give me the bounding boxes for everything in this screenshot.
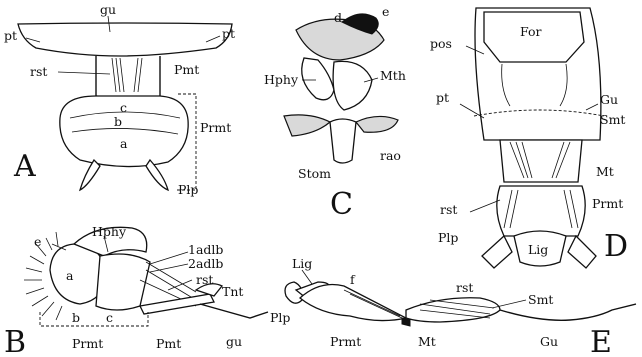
panel-b-label-pmt: Pmt — [156, 336, 181, 351]
panel-e-label-plp: Plp — [270, 310, 290, 325]
panel-e: Lig f rst Smt Plp Prmt Mt Gu E — [270, 256, 636, 357]
panel-a-postmentum — [96, 56, 160, 99]
panel-e-letter: E — [590, 325, 612, 357]
panel-d-palp-right — [568, 236, 596, 268]
panel-a-label-pt-right: pt — [222, 26, 235, 41]
panel-a-palp-left — [80, 160, 100, 190]
panel-c-right-wing — [356, 116, 398, 132]
panel-c-mouth-lobe — [333, 61, 372, 110]
panel-b-label-gu: gu — [226, 334, 242, 349]
panel-e-leader-lig — [302, 270, 312, 284]
panel-c: d e Hphy Mth Stom rao C — [264, 4, 406, 222]
panel-c-label-mth: Mth — [380, 68, 406, 83]
panel-e-prementum — [300, 285, 406, 321]
panel-c-stomodeum — [330, 119, 356, 163]
panel-d-label-gu: Gu — [600, 92, 618, 107]
panel-a-label-prmt: Prmt — [200, 120, 231, 135]
panel-d-leader-rst — [470, 200, 500, 212]
panel-b-label-rst: rst — [196, 272, 213, 287]
panel-b-label-b: b — [72, 310, 80, 325]
panel-b-label-a: a — [66, 268, 74, 283]
panel-a-gular-plate — [18, 23, 232, 56]
panel-c-label-rao: rao — [380, 148, 401, 163]
panel-e-mentum-joint — [402, 318, 410, 326]
panel-a-label-plp: Plp — [178, 182, 198, 197]
panel-d-label-lig: Lig — [528, 242, 548, 257]
panel-b: e Hphy 1adlb 2adlb rst Tnt b c a Prmt Pm… — [4, 224, 268, 357]
panel-e-gular-line — [500, 304, 636, 320]
panel-b-label-tnt: Tnt — [222, 284, 243, 299]
panel-d-label-pos: pos — [430, 36, 452, 51]
panel-d: For pos pt Gu Smt Mt rst Prmt Plp Lig D — [430, 8, 628, 268]
panel-a-label-c: c — [120, 100, 127, 115]
panel-b-label-prmt: Prmt — [72, 336, 103, 351]
panel-b-label-1adlb: 1adlb — [188, 242, 223, 257]
panel-d-label-prmt: Prmt — [592, 196, 623, 211]
panel-b-label-e: e — [34, 234, 41, 249]
panel-a: gu pt pt rst Pmt c b a Prmt Plp A — [4, 2, 235, 197]
panel-b-leader-adlb1 — [150, 252, 188, 264]
panel-e-label-f: f — [350, 272, 356, 287]
panel-d-label-plp: Plp — [438, 230, 458, 245]
panel-c-label-stom: Stom — [298, 166, 331, 181]
panel-e-label-smt: Smt — [528, 292, 553, 307]
panel-b-prementum — [96, 254, 150, 310]
panel-b-label-hphy: Hphy — [92, 224, 127, 239]
panel-e-label-lig: Lig — [292, 256, 312, 271]
panel-c-label-hphy: Hphy — [264, 72, 299, 87]
panel-e-label-rst: rst — [456, 280, 473, 295]
panel-a-leader-rst — [58, 72, 110, 74]
panel-d-label-mt: Mt — [596, 164, 614, 179]
panel-a-label-rst: rst — [30, 64, 47, 79]
panel-b-label-2adlb: 2adlb — [188, 256, 223, 271]
panel-b-label-c: c — [106, 310, 113, 325]
panel-b-letter: B — [4, 325, 26, 357]
panel-c-hypopharynx — [302, 58, 334, 100]
panel-d-letter: D — [604, 229, 628, 264]
panel-d-label-smt: Smt — [600, 112, 625, 127]
panel-c-label-e: e — [382, 4, 389, 19]
panel-a-letter: A — [13, 149, 36, 184]
panel-e-label-mt: Mt — [418, 334, 436, 349]
panel-b-gular-strip — [200, 304, 268, 318]
panel-d-submentum — [500, 140, 582, 182]
panel-a-label-a: a — [120, 136, 128, 151]
panel-c-label-d: d — [334, 10, 342, 25]
panel-e-label-prmt: Prmt — [330, 334, 361, 349]
panel-a-label-pmt: Pmt — [174, 62, 199, 77]
panel-a-label-pt-left: pt — [4, 28, 17, 43]
panel-e-label-gu: Gu — [540, 334, 558, 349]
panel-d-prementum — [497, 186, 585, 236]
panel-a-rst-muscle — [112, 58, 142, 92]
panel-d-label-rst: rst — [440, 202, 457, 217]
panel-c-left-wing — [284, 115, 330, 136]
panel-d-palp-left — [482, 236, 512, 268]
panel-a-label-gu: gu — [100, 2, 116, 17]
panel-d-label-pt: pt — [436, 90, 449, 105]
panel-a-label-b: b — [114, 114, 122, 129]
panel-d-label-for: For — [520, 24, 542, 39]
panel-c-letter: C — [330, 187, 353, 222]
